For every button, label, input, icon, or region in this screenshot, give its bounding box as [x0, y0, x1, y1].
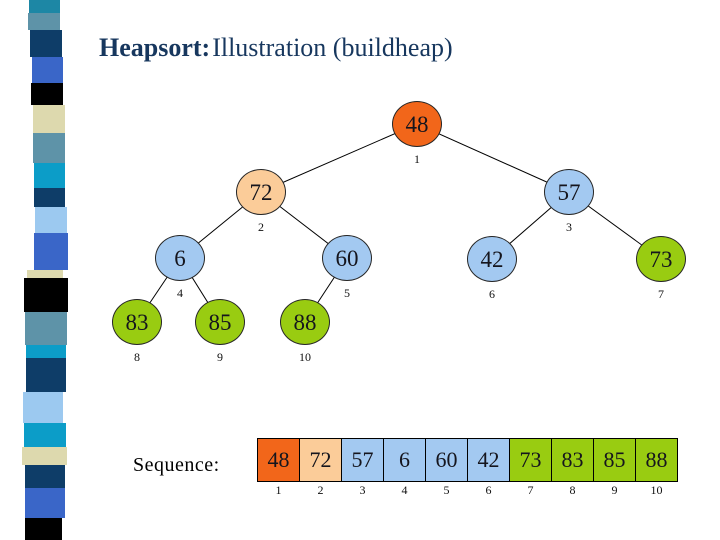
sequence-cell-83: 83 — [551, 438, 594, 482]
ribbon-segment — [26, 358, 66, 392]
sequence-index: 10 — [650, 483, 663, 497]
sequence-index: 3 — [359, 483, 366, 497]
ribbon-segment — [35, 207, 67, 233]
sequence-cell-73: 73 — [509, 438, 552, 482]
sequence-index: 9 — [611, 483, 618, 497]
sequence-index: 4 — [401, 483, 408, 497]
tree-node-index: 2 — [258, 220, 264, 234]
title-subtitle: Illustration (buildheap) — [212, 33, 453, 62]
ribbon-segment — [25, 488, 65, 518]
sequence-cell-57: 57 — [341, 438, 384, 482]
ribbon-segment — [32, 57, 63, 83]
tree-node-6: 6 — [155, 235, 205, 281]
ribbon-segment — [25, 465, 65, 488]
tree-edge — [416, 123, 570, 193]
ribbon-segment — [27, 270, 63, 278]
sequence-index: 2 — [317, 483, 324, 497]
tree-node-57: 57 — [544, 169, 594, 215]
tree-node-index: 10 — [299, 350, 311, 364]
ribbon-segment — [22, 447, 67, 465]
tree-edge — [260, 123, 418, 193]
sequence-cell-60: 60 — [425, 438, 468, 482]
ribbon-segment — [24, 278, 68, 312]
sequence-cell-85: 85 — [593, 438, 636, 482]
ribbon-segment — [24, 423, 66, 447]
sequence-label: Sequence: — [133, 454, 220, 476]
sequence-index: 7 — [527, 483, 534, 497]
tree-node-85: 85 — [195, 299, 245, 345]
ribbon-segment — [34, 233, 68, 270]
tree-node-index: 9 — [217, 350, 223, 364]
tree-node-index: 3 — [566, 220, 572, 234]
sequence-cell-42: 42 — [467, 438, 510, 482]
title-keyword: Heapsort: — [99, 33, 211, 62]
sequence-cell-72: 72 — [299, 438, 342, 482]
tree-node-48: 48 — [392, 101, 442, 147]
ribbon-segment — [25, 518, 62, 540]
sequence-index: 1 — [275, 483, 282, 497]
ribbon-segment — [34, 188, 65, 207]
sequence-cell-88: 88 — [635, 438, 678, 482]
sequence-cell-6: 6 — [383, 438, 426, 482]
tree-node-index: 5 — [344, 286, 350, 300]
tree-node-index: 8 — [134, 350, 140, 364]
tree-node-index: 7 — [658, 287, 664, 301]
ribbon-segment — [26, 345, 66, 358]
ribbon-segment — [25, 312, 67, 345]
ribbon-segment — [33, 105, 65, 133]
tree-node-index: 4 — [177, 286, 183, 300]
sequence-cell-48: 48 — [257, 438, 300, 482]
decorative-ribbon — [0, 0, 90, 540]
ribbon-segment — [23, 392, 63, 423]
ribbon-segment — [30, 30, 62, 57]
sequence-index: 8 — [569, 483, 576, 497]
sequence-index: 5 — [443, 483, 450, 497]
ribbon-segment — [28, 13, 60, 30]
tree-node-73: 73 — [636, 236, 686, 282]
tree-node-72: 72 — [236, 169, 286, 215]
tree-node-60: 60 — [322, 235, 372, 281]
tree-node-index: 6 — [489, 287, 495, 301]
slide-title: Heapsort:Illustration (buildheap) — [99, 33, 453, 63]
ribbon-segment — [34, 163, 65, 188]
tree-node-42: 42 — [467, 236, 517, 282]
ribbon-segment — [33, 133, 65, 163]
tree-node-88: 88 — [280, 299, 330, 345]
tree-node-index: 1 — [414, 152, 420, 166]
ribbon-segment — [29, 0, 60, 13]
sequence-index: 6 — [485, 483, 492, 497]
ribbon-segment — [31, 83, 63, 105]
tree-node-83: 83 — [112, 299, 162, 345]
